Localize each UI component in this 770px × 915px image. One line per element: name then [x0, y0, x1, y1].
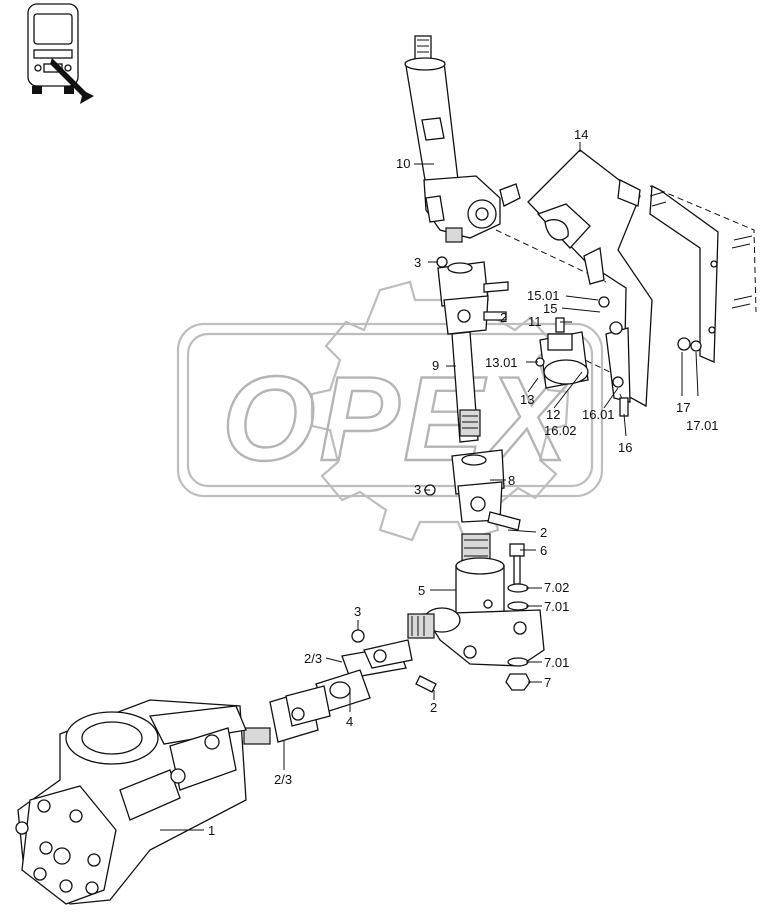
- callout-11: 11: [528, 314, 542, 329]
- universal-joint-2-3-b: [243, 685, 331, 745]
- callout-13-01: 13.01: [485, 355, 518, 370]
- universal-joint-lower-2-3: [315, 629, 437, 713]
- callout-6: 6: [540, 543, 547, 558]
- callout-5: 5: [418, 583, 425, 598]
- callout-3: 3: [414, 255, 421, 270]
- watermark-frame-outer: [176, 322, 604, 498]
- watermark-frame-inner: [186, 332, 594, 488]
- callout-10: 10: [396, 156, 410, 171]
- callout-1: 1: [208, 823, 215, 838]
- watermark-text: OPEX: [222, 352, 574, 486]
- callout-16-02: 16.02: [544, 423, 577, 438]
- callout-2: 2: [500, 310, 507, 325]
- callout-16: 16: [618, 440, 632, 455]
- steering-column-10: [404, 35, 521, 243]
- callout-3-c: 3: [354, 604, 361, 619]
- universal-joint-upper: [436, 256, 509, 335]
- universal-joint-8: [424, 449, 521, 531]
- bracket-14: [527, 149, 653, 408]
- leader-lines: [160, 142, 699, 831]
- callouts: 14 10 3 15.01 15 2 11 9 13.01 13 12 16.0…: [208, 127, 719, 838]
- intermediate-shaft-9: [451, 331, 481, 443]
- bus-front-icon: [27, 3, 94, 104]
- callout-7: 7: [544, 675, 551, 690]
- callout-15: 15: [543, 301, 557, 316]
- callout-15-01: 15.01: [527, 288, 560, 303]
- callout-2-3: 2/3: [304, 651, 322, 666]
- callout-7-02: 7.02: [544, 580, 569, 595]
- callout-2-3-b: 2/3: [274, 772, 292, 787]
- pointer-arrow-icon: [50, 58, 94, 104]
- callout-14: 14: [574, 127, 588, 142]
- callout-12: 12: [546, 407, 560, 422]
- callout-9: 9: [432, 358, 439, 373]
- callout-7-01-b: 7.01: [544, 655, 569, 670]
- callout-16-01: 16.01: [582, 407, 615, 422]
- angle-gearbox-5: [407, 533, 545, 667]
- callout-7-01: 7.01: [544, 599, 569, 614]
- callout-17-01: 17.01: [686, 418, 719, 433]
- watermark: OPEX: [176, 280, 604, 542]
- steering-gear-1: [15, 699, 247, 905]
- callout-2-c: 2: [430, 700, 437, 715]
- callout-4: 4: [346, 714, 353, 729]
- callout-13: 13: [520, 392, 534, 407]
- callout-3-b: 3: [414, 482, 421, 497]
- callout-8: 8: [508, 473, 515, 488]
- callout-17: 17: [676, 400, 690, 415]
- mounting-plate-17: [649, 184, 753, 363]
- callout-2-b: 2: [540, 525, 547, 540]
